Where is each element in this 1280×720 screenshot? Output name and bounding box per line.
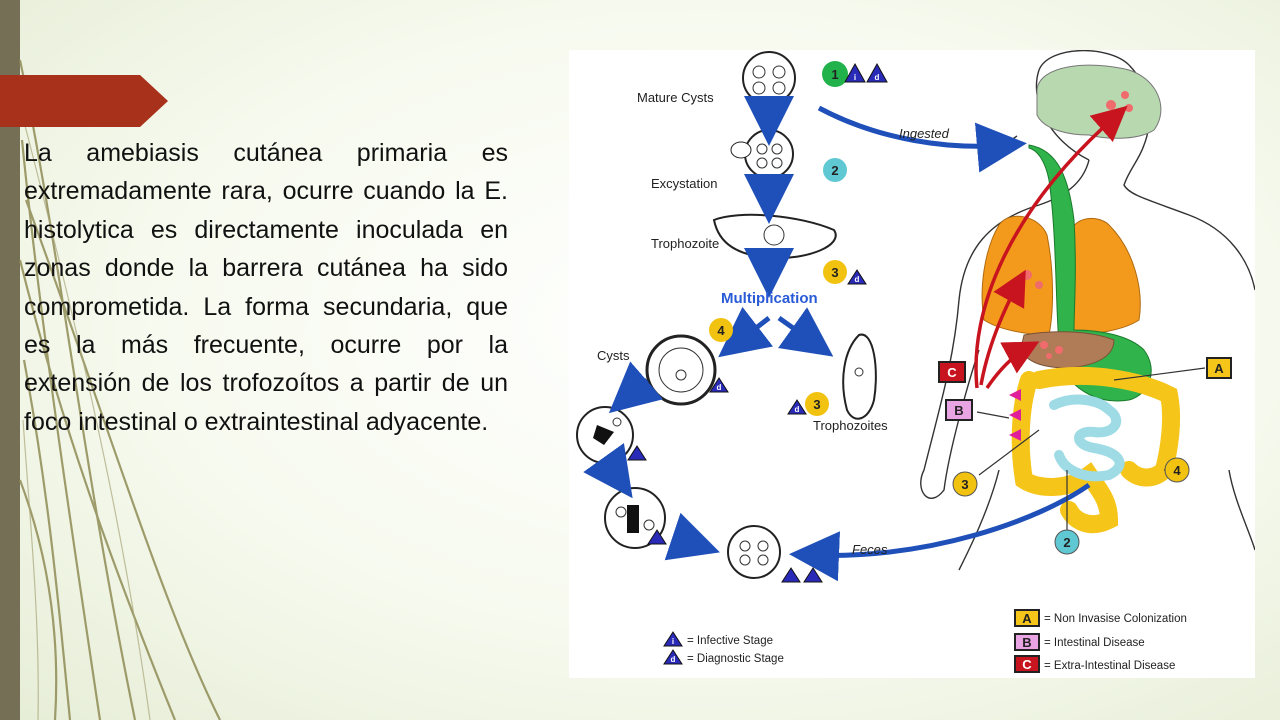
svg-text:3: 3: [961, 477, 968, 492]
diagnostic-badges-small: [627, 445, 823, 583]
svg-text:= Infective Stage: = Infective Stage: [687, 635, 773, 647]
svg-text:2: 2: [831, 163, 838, 178]
right-lung: [1064, 217, 1141, 336]
title-accent-tab: [0, 75, 168, 127]
label-excystation: Excystation: [651, 176, 717, 191]
svg-text:= Intestinal Disease: = Intestinal Disease: [1044, 637, 1145, 649]
cyst-dark: [604, 487, 666, 549]
svg-text:B: B: [954, 403, 963, 418]
label-feces: Feces: [852, 542, 888, 557]
svg-text:1: 1: [831, 67, 838, 82]
box-b: B: [945, 399, 973, 421]
svg-text:A: A: [1022, 611, 1032, 626]
svg-text:3: 3: [831, 265, 838, 280]
label-trophozoite: Trophozoite: [651, 236, 719, 251]
stage-badge-3-body: 3: [952, 471, 978, 497]
svg-text:= Diagnostic Stage: = Diagnostic Stage: [687, 653, 784, 665]
label-trophozoites: Trophozoites: [813, 418, 888, 433]
slide-paragraph: La amebiasis cutánea primaria es extrema…: [24, 139, 508, 436]
label-multiplication: Multiplication: [721, 290, 818, 307]
leader-lines: [976, 367, 1206, 530]
svg-text:d: d: [795, 405, 800, 414]
liver-lesions: [1040, 341, 1063, 359]
svg-text:d: d: [717, 383, 722, 392]
svg-text:B: B: [1022, 635, 1031, 650]
mature-cyst-top: [742, 51, 796, 105]
svg-text:d: d: [875, 73, 880, 82]
cyst-left: [645, 334, 717, 406]
mature-cyst-bottom: [727, 525, 781, 579]
trophozoite-cell: [712, 213, 837, 260]
stage-badge-1: 1 i d: [822, 61, 888, 87]
svg-text:A: A: [1214, 361, 1224, 376]
svg-text:i: i: [672, 637, 674, 646]
svg-text:i: i: [854, 73, 856, 82]
svg-text:4: 4: [1173, 463, 1181, 478]
box-c: C: [938, 361, 966, 383]
svg-text:d: d: [855, 275, 860, 284]
stage-badge-4: 4 d: [709, 318, 733, 393]
stage-badge-2-body: 2: [1054, 529, 1080, 555]
stage-badge-2: 2: [823, 158, 847, 182]
disease-legend: A = Non Invasise Colonization B = Intest…: [1014, 609, 1187, 673]
stage-badge-4-body: 4: [1164, 457, 1190, 483]
decorative-stems: [18, 59, 221, 720]
invasion-arrows: [1009, 389, 1021, 441]
svg-text:4: 4: [717, 323, 725, 338]
label-cysts: Cysts: [597, 348, 630, 363]
cyst-dividing: [576, 406, 634, 464]
stage-legend: i = Infective Stage d = Diagnostic Stage: [663, 631, 784, 665]
svg-text:3: 3: [813, 397, 820, 412]
amebiasis-life-cycle-figure: 1 i d 2 3 d 3 d 4 d: [569, 50, 1255, 678]
brain: [1036, 64, 1162, 139]
life-cycle-diagram: 1 i d 2 3 d 3 d 4 d: [576, 50, 1255, 673]
label-mature-cysts: Mature Cysts: [637, 90, 714, 105]
svg-text:2: 2: [1063, 535, 1070, 550]
excystation-cyst: [730, 129, 794, 179]
small-intestine: [1049, 394, 1125, 482]
trophozoites-right: [842, 333, 877, 420]
stage-badge-3-top: 3 d: [823, 260, 867, 285]
svg-text:= Extra-Intestinal Disease: = Extra-Intestinal Disease: [1044, 660, 1175, 672]
svg-text:d: d: [671, 655, 676, 664]
svg-text:= Non Invasise Colonization: = Non Invasise Colonization: [1044, 613, 1187, 625]
stage-badge-3-mid: 3 d: [787, 392, 829, 416]
svg-text:C: C: [947, 365, 957, 380]
label-ingested: Ingested: [899, 126, 950, 141]
dissemination-arrows: [974, 105, 1128, 389]
svg-text:C: C: [1022, 657, 1032, 672]
left-sidebar-bar: [0, 0, 20, 720]
box-a: A: [1206, 357, 1232, 379]
